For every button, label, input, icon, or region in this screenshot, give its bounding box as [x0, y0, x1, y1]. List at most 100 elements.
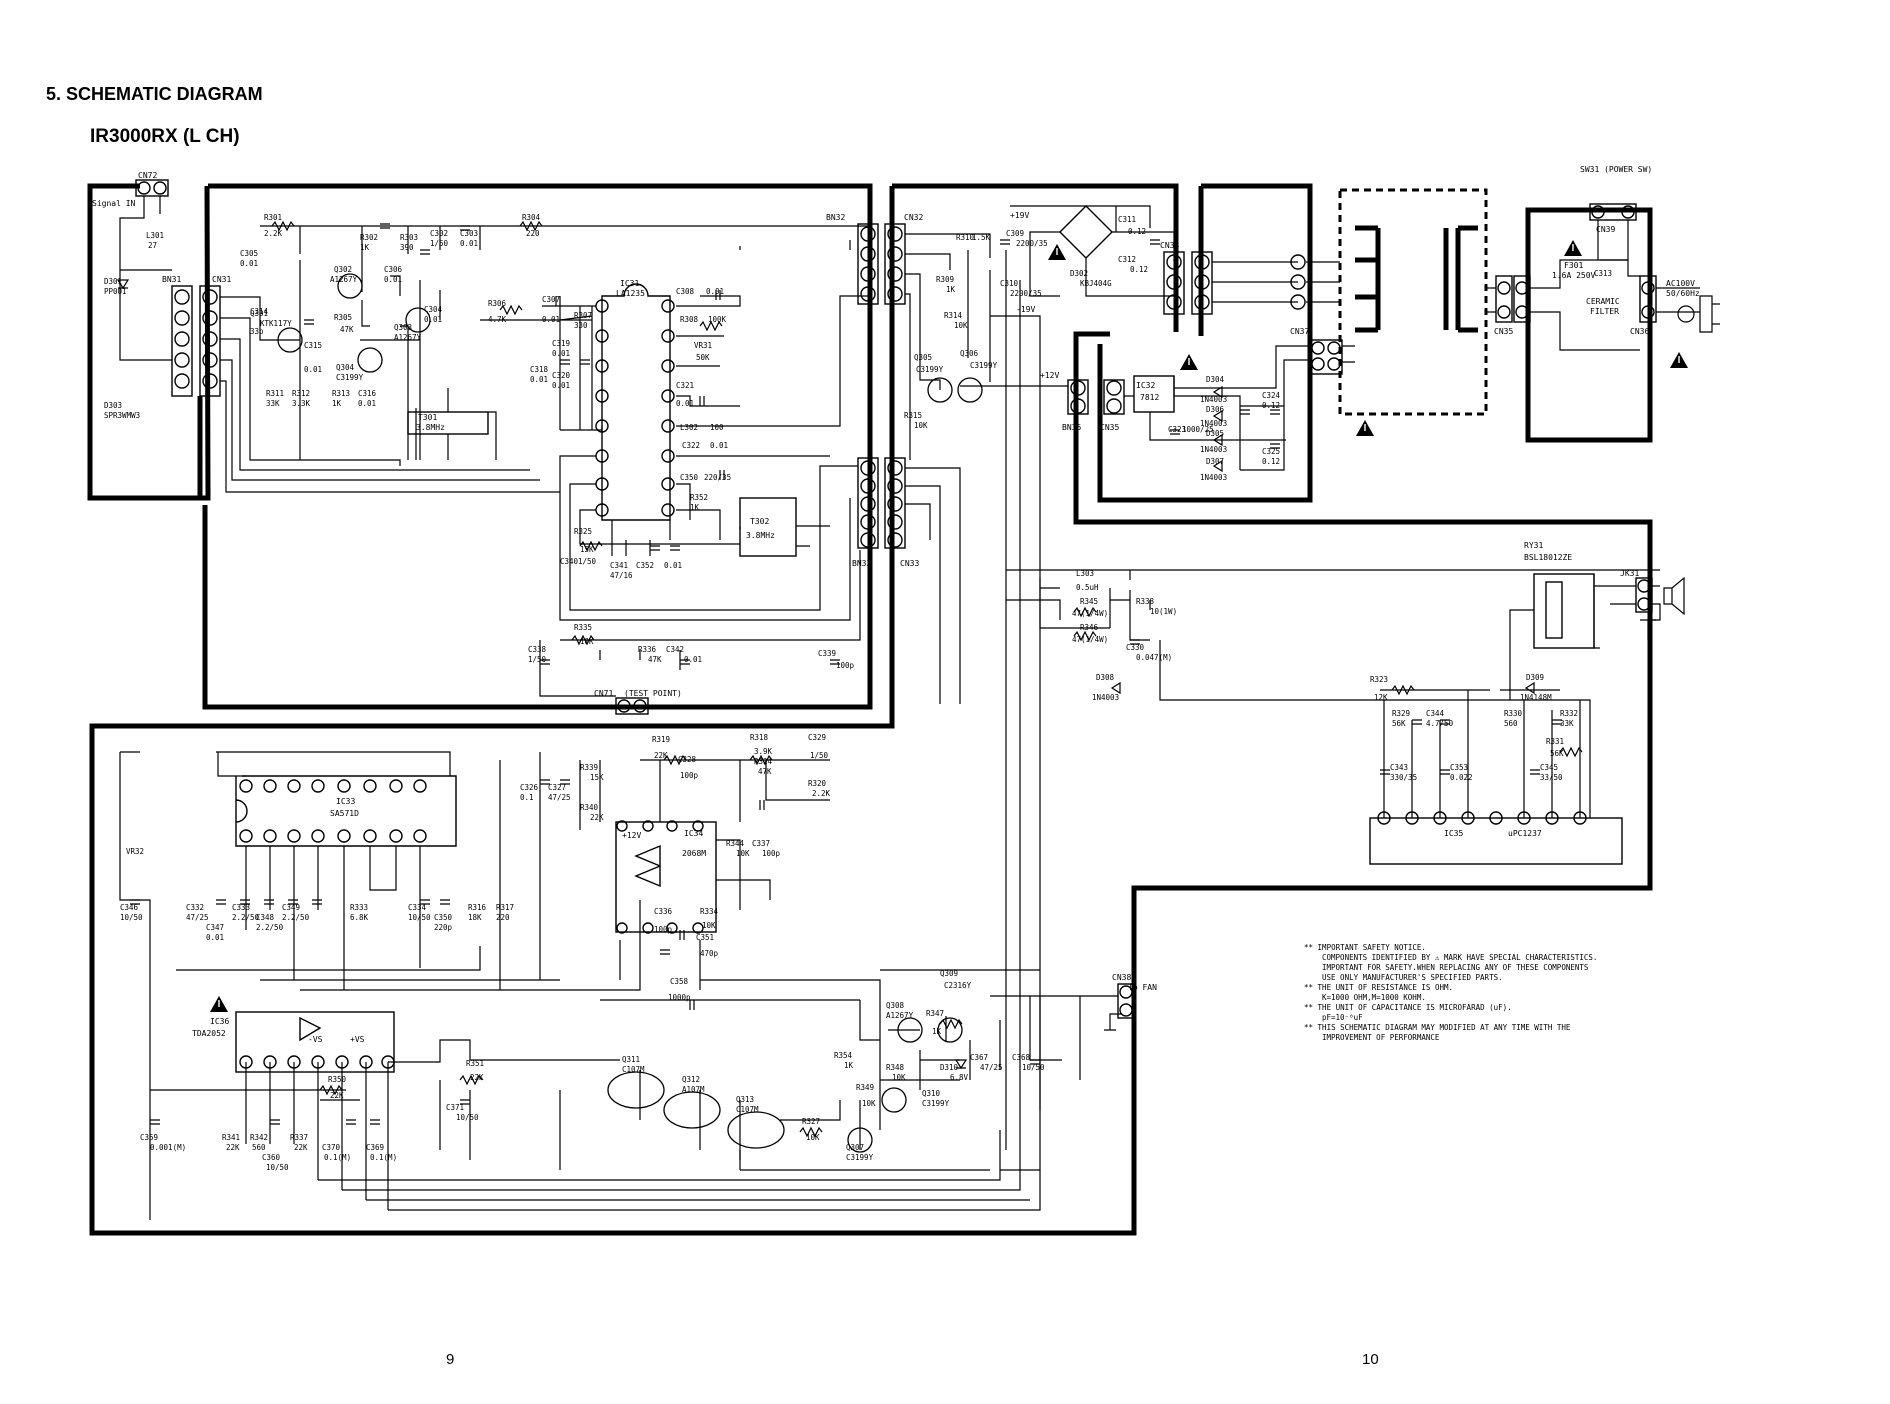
q305-val: C3199Y	[916, 365, 944, 374]
r312-ref: R312	[292, 389, 310, 398]
r306-ref: R306	[488, 299, 507, 308]
r308-ref: R308	[680, 315, 699, 324]
r340-val: 22K	[590, 813, 604, 822]
c327-ref: C327	[548, 783, 566, 792]
r344-val: 10K	[736, 849, 750, 858]
r303-val: 390	[400, 243, 414, 252]
c350b-val: 220p	[434, 923, 453, 932]
c343-ref: C343	[1390, 763, 1408, 772]
c337-val: 100p	[762, 849, 781, 858]
c304-ref: C304	[424, 305, 443, 314]
note-line: ** THE UNIT OF RESISTANCE IS OHM.	[1304, 983, 1453, 992]
cn32-label: CN32	[904, 213, 923, 222]
cn37-label: CN37	[1290, 327, 1309, 336]
c302-ref: C302	[430, 229, 448, 238]
d306-val: 1N4003	[1200, 419, 1227, 428]
r315-ref: R315	[904, 411, 922, 420]
r339-ref: R339	[580, 763, 598, 772]
c341-ref: C341	[610, 561, 628, 570]
r324-val: 47K	[758, 767, 772, 776]
r350-ref: R350	[328, 1075, 347, 1084]
d308-ref: D308	[1096, 673, 1115, 682]
rail-m19: -19V	[1016, 305, 1035, 314]
cn39-label: CN39	[1596, 225, 1615, 234]
r345-ref: R345	[1080, 597, 1098, 606]
c312-ref: C312	[1118, 255, 1136, 264]
c371-val: 10/50	[456, 1113, 479, 1122]
t302-type: 3.8MHz	[746, 531, 775, 540]
r342-val: 560	[252, 1143, 266, 1152]
c353-val: 0.022	[1450, 773, 1473, 782]
c306-val: 0.01	[384, 275, 402, 284]
d301-val: PP001	[104, 287, 127, 296]
cn31-label: CN31	[212, 275, 231, 284]
c333-ref: C333	[232, 903, 250, 912]
c368-val: 10/50	[1022, 1063, 1045, 1072]
q301-ref: Q301	[250, 309, 268, 318]
c369-ref: C369	[366, 1143, 384, 1152]
r335-val: 10K	[580, 637, 594, 646]
c344-ref: C344	[1426, 709, 1445, 718]
c349-ref: C349	[282, 903, 300, 912]
d304-ref: D304	[1206, 375, 1225, 384]
r354-val: 1K	[844, 1061, 854, 1070]
d305-val: 1N4003	[1200, 445, 1227, 454]
l301-ref: L301	[146, 231, 164, 240]
c305-ref: C305	[240, 249, 258, 258]
note-line: pF=10⁻⁶uF	[1322, 1013, 1363, 1022]
r352-val: 1K	[690, 503, 700, 512]
r350-val: 22K	[330, 1091, 344, 1100]
transformer-box	[1338, 188, 1488, 416]
schematic-labels: Signal IN CN72 (TEST POINT) To FAN SW31 …	[92, 165, 1700, 1044]
q312-val: A107M	[682, 1085, 705, 1094]
c307-ref: C307	[542, 295, 560, 304]
board-input	[87, 183, 203, 501]
c370-val: 0.1(M)	[324, 1153, 351, 1162]
r317-ref: R317	[496, 903, 514, 912]
ic33-type: SA571D	[330, 809, 359, 818]
r349-ref: R349	[856, 1083, 874, 1092]
q301-val: KTK117Y	[260, 319, 292, 328]
c308-val: 0.01	[706, 287, 724, 296]
c311-ref: C311	[1118, 215, 1136, 224]
r305-val: 47K	[340, 325, 354, 334]
l303-val: 0.5uH	[1076, 583, 1099, 592]
q309-ref: Q309	[940, 969, 958, 978]
r338-val: 10(1W)	[1150, 607, 1177, 616]
q311-ref: Q311	[622, 1055, 640, 1064]
c369-val: 0.1(M)	[370, 1153, 397, 1162]
c360-ref: C360	[262, 1153, 281, 1162]
c341-val: 47/16	[610, 571, 633, 580]
ceramic-filter-label-2: FILTER	[1590, 307, 1619, 316]
c318-ref: C318	[530, 365, 549, 374]
board-power	[1097, 344, 1313, 503]
c316-val: 0.01	[358, 399, 376, 408]
page-number-right: 10	[1362, 1351, 1379, 1368]
cn71-label: CN71	[594, 689, 613, 698]
c353-ref: C353	[1450, 763, 1468, 772]
c328-val: 100p	[680, 771, 699, 780]
ic35-label: IC35	[1444, 829, 1463, 838]
r310-val: 1.5K	[972, 233, 991, 242]
d305-ref: D305	[1206, 429, 1224, 438]
c315-ref: C315	[304, 341, 322, 350]
rail-p12: +12V	[1040, 371, 1059, 380]
r348-ref: R348	[886, 1063, 905, 1072]
c305-val: 0.01	[240, 259, 258, 268]
r347-val: 1K	[932, 1027, 942, 1036]
r320-ref: R320	[808, 779, 827, 788]
cn38-label: CN38	[1112, 973, 1131, 982]
ic31-type: LA1235	[616, 289, 645, 298]
q307-ref: Q307	[846, 1143, 864, 1152]
bn33-label: BN33	[852, 559, 871, 568]
d302-val: KBJ404G	[1080, 279, 1112, 288]
r351-val: 22K	[470, 1073, 484, 1082]
q308-val: A1267Y	[886, 1011, 914, 1020]
fuse-rating-label: 1.6A 250V	[1552, 271, 1596, 280]
r336-val: 47K	[648, 655, 662, 664]
ic36-type: TDA2052	[192, 1029, 226, 1038]
r310-ref: R310	[956, 233, 975, 242]
r331-val: 56K	[1550, 749, 1564, 758]
r320-val: 2.2K	[812, 789, 831, 798]
c327-val: 47/25	[548, 793, 571, 802]
